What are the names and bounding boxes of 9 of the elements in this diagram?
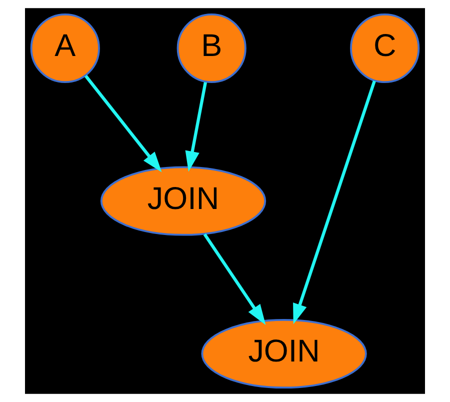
node-circle: C	[350, 13, 420, 84]
arrow	[185, 82, 207, 172]
node-ellipse: JOIN	[100, 166, 266, 236]
node-ellipse: JOIN	[201, 318, 367, 389]
node-circle: A	[30, 13, 100, 84]
arrow	[293, 80, 376, 324]
arrow	[203, 233, 266, 325]
node-circle: B	[176, 13, 246, 84]
arrow	[84, 74, 162, 172]
